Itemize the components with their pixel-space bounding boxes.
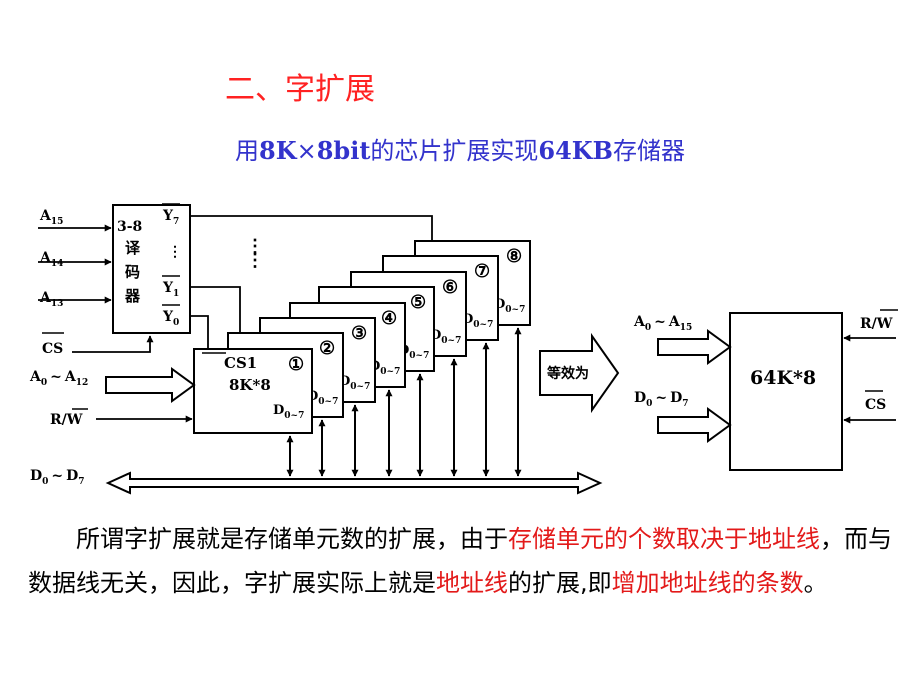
page-subtitle: 用8K×8bit的芯片扩展实现64KB存储器 (0, 131, 920, 166)
equivalent-label: 等效为 (547, 365, 589, 382)
chip-1-cs-label: CS1 (224, 354, 257, 372)
chip-data-links (286, 327, 522, 477)
wire-ellipsis-1: ⋮ (246, 236, 264, 257)
decoder-3-8: 3-8 译 码 器 Y7 ⋮ Y1 Y0 (112, 203, 191, 334)
chip-1: CS1 ① 8K*8 D0~7 (193, 348, 313, 434)
chip-3-data-label: D0~7 (339, 374, 370, 392)
addr-a0-a12-label: A0~A12 (29, 369, 88, 388)
chip-number-6: ⑥ (442, 277, 458, 298)
chip-1-data-label: D0~7 (273, 403, 304, 421)
paragraph-text-3: 的扩展,即 (508, 569, 612, 597)
chip-number-7: ⑦ (474, 261, 490, 282)
decoder-output-y7: Y7 (162, 208, 179, 227)
decoder-label-char-2: 码 (125, 263, 140, 281)
paragraph-text-4: 。 (803, 569, 828, 597)
chip-number-4: ④ (381, 308, 397, 329)
input-cs-label: CS (42, 341, 63, 357)
decoder-label-char-1: 译 (125, 239, 141, 257)
chip-64k-data-label: D0~D7 (634, 390, 689, 409)
explanation-paragraph: 所谓字扩展就是存储单元数的扩展，由于存储单元的个数取决于地址线，而与数据线无关，… (28, 517, 898, 605)
chip-64k-addr-label: A0~A15 (633, 314, 692, 333)
rw-label: R/W (50, 412, 83, 428)
subtitle-text-3: 存储器 (612, 137, 685, 165)
paragraph-highlight-3: 增加地址线的条数 (611, 569, 804, 597)
decoder-label-top: 3-8 (117, 219, 142, 235)
chip-1-capacity-label: 8K*8 (229, 376, 271, 394)
input-a14-label: A14 (39, 250, 63, 269)
subtitle-text-1: 用 (235, 137, 260, 165)
subtitle-times: × (296, 137, 317, 165)
input-a13-label: A13 (39, 290, 63, 309)
data-bus-label: D0~D7 (30, 468, 85, 487)
decoder-label-char-3: 器 (124, 287, 141, 305)
subtitle-target-size: 64KB (538, 136, 613, 165)
decoder-inputs: A15 A14 A13 CS (38, 208, 154, 357)
chip-8-data-label: D0~7 (494, 297, 525, 315)
chip-6-data-label: D0~7 (430, 328, 461, 346)
chip-64k-cs-label: CS (865, 397, 886, 413)
chip-64k: 64K*8 A0~A15 D0~D7 R/W CS (633, 309, 898, 471)
addr-bus-arrow (105, 367, 196, 403)
word-expansion-diagram: 3-8 译 码 器 Y7 ⋮ Y1 Y0 A15 A14 A13 CS ⋮ ⋮ … (29, 203, 898, 495)
subtitle-text-2: 的芯片扩展实现 (370, 137, 539, 165)
decoder-output-dots: ⋮ (168, 244, 182, 260)
paragraph-highlight-1: 存储单元的个数取决于地址线 (508, 525, 820, 553)
paragraph-text-1: 所谓字扩展就是存储单元数的扩展，由于 (76, 525, 508, 553)
subtitle-chip-size: 8K (259, 136, 297, 165)
paragraph-text-2: ，而与数据线无关，因此，字扩展实际上就是 (28, 525, 892, 597)
chip-64k-data-arrow (657, 407, 732, 443)
chip-number-2: ② (319, 338, 335, 359)
subtitle-bit-width: 8bit (316, 136, 371, 165)
chip-64k-rw-label: R/W (860, 316, 893, 332)
chip-left-inputs: A0~A12 R/W (29, 367, 196, 428)
decoder-output-y1: Y1 (162, 280, 179, 299)
chip-7-data-label: D0~7 (462, 312, 493, 330)
decoder-output-wires (190, 215, 433, 349)
paragraph-highlight-2: 地址线 (436, 569, 508, 597)
chip-number-3: ③ (351, 323, 367, 344)
decoder-output-y0: Y0 (162, 309, 179, 328)
data-bus-arrow (105, 471, 603, 495)
chip-number-5: ⑤ (410, 292, 426, 313)
wire-ellipsis-2: ⋮ (246, 250, 264, 271)
page-title: 二、字扩展 (225, 72, 375, 107)
chip-number-1: ① (288, 354, 304, 375)
chip-64k-addr-arrow (657, 329, 732, 365)
input-a15-label: A15 (39, 208, 63, 227)
data-bus: D0~D7 (30, 468, 603, 495)
chip-number-8: ⑧ (506, 246, 522, 267)
equivalent-arrow: 等效为 (539, 332, 620, 414)
chip-64k-label: 64K*8 (750, 367, 816, 389)
